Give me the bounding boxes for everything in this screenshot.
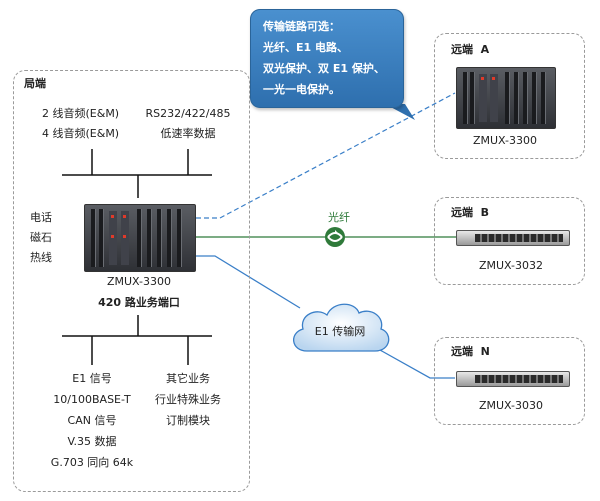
remote-b-zmux3032-device	[456, 230, 570, 246]
remote-title-text: 远端	[451, 43, 473, 56]
service-g703: G.703 同向 64k	[50, 456, 134, 469]
local-site-box	[13, 70, 250, 492]
service-other: 其它业务	[166, 372, 210, 385]
audio-2wire: 2 线音频(E&M)	[42, 107, 120, 120]
remote-title-text: 远端	[451, 345, 473, 358]
local-device-label: ZMUX-3300	[106, 275, 172, 288]
callout-line: 光纤、E1 电路、	[263, 41, 348, 54]
local-zmux3300-device	[84, 204, 196, 272]
remote-letter: B	[480, 206, 490, 219]
remote-b-box	[434, 197, 585, 285]
service-can: CAN 信号	[67, 414, 117, 427]
remote-a-title: 远端 A	[451, 43, 489, 57]
remote-n-zmux3030-device	[456, 371, 570, 387]
service-industry: 行业特殊业务	[155, 393, 221, 406]
service-e1: E1 信号	[72, 372, 112, 385]
remote-title-text: 远端	[451, 206, 473, 219]
remote-a-box	[434, 33, 585, 159]
remote-b-device-label: ZMUX-3032	[478, 259, 544, 272]
remote-n-title: 远端 N	[451, 345, 490, 359]
callout-line: 双光保护、双 E1 保护、	[263, 62, 385, 75]
remote-letter: N	[480, 345, 490, 358]
ports-caption: 420 路业务端口	[98, 296, 180, 309]
label-magneto: 磁石	[30, 231, 52, 244]
callout-line: 传输链路可选：	[263, 20, 340, 33]
e1-network-label: E1 传输网	[314, 325, 366, 338]
low-rate-data: 低速率数据	[160, 127, 216, 140]
remote-b-title: 远端 B	[451, 206, 489, 220]
fiber-label: 光纤	[328, 211, 350, 224]
remote-a-device-label: ZMUX-3300	[472, 134, 538, 147]
callout-line: 一光一电保护。	[263, 83, 340, 96]
label-phone: 电话	[30, 211, 52, 224]
service-ethernet: 10/100BASE-T	[53, 393, 131, 406]
fiber-icon	[325, 227, 345, 247]
link-options-callout: 传输链路可选： 光纤、E1 电路、 双光保护、双 E1 保护、 一光一电保护。	[250, 9, 404, 108]
local-title: 局端	[24, 77, 46, 90]
audio-4wire: 4 线音频(E&M)	[42, 127, 120, 140]
e1-network-cloud-icon	[293, 303, 390, 352]
label-hotline: 热线	[30, 251, 52, 264]
remote-n-device-label: ZMUX-3030	[478, 399, 544, 412]
service-v35: V.35 数据	[67, 435, 117, 448]
service-custom: 订制模块	[166, 414, 210, 427]
remote-a-zmux3300-device	[456, 67, 556, 129]
remote-letter: A	[480, 43, 490, 56]
serial-data: RS232/422/485	[145, 107, 231, 120]
remote-n-box	[434, 337, 585, 425]
